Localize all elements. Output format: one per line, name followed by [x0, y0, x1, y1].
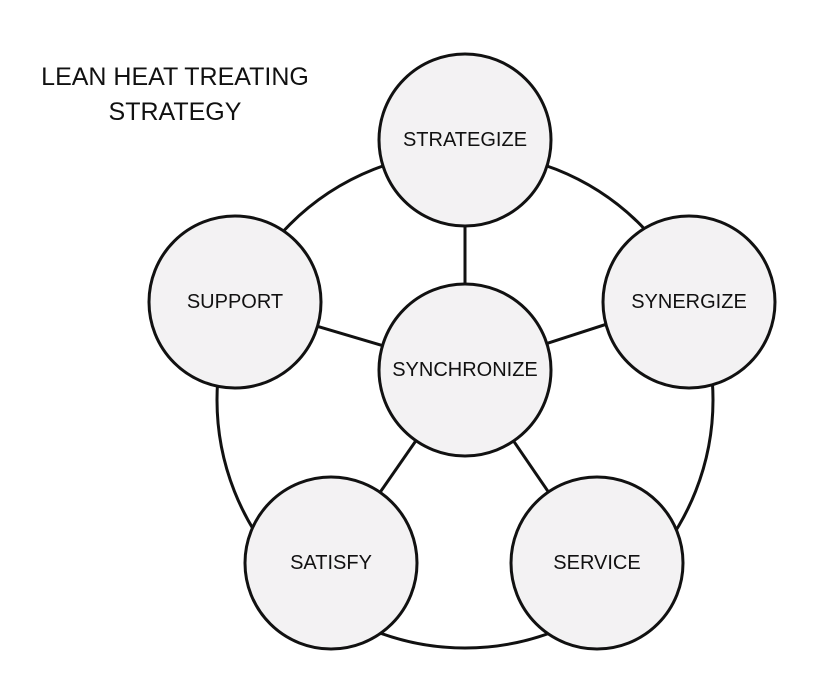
node-satisfy-circle: [243, 475, 419, 651]
node-service-label: SERVICE: [553, 552, 640, 574]
node-strategize-label: STRATEGIZE: [403, 129, 527, 151]
node-synchronize-circle: [377, 282, 553, 458]
node-synergize-circle: [601, 214, 777, 390]
node-satisfy: SATISFY: [243, 475, 419, 651]
node-synergize-label: SYNERGIZE: [631, 291, 747, 313]
title-line-2: STRATEGY: [109, 98, 242, 126]
title-line-1: LEAN HEAT TREATING: [41, 63, 309, 91]
node-satisfy-label: SATISFY: [290, 552, 372, 574]
node-synergize: SYNERGIZE: [601, 214, 777, 390]
node-synchronize-label: SYNCHRONIZE: [392, 359, 538, 381]
node-synchronize: SYNCHRONIZE: [377, 282, 553, 458]
node-support-label: SUPPORT: [187, 291, 283, 313]
node-service: SERVICE: [509, 475, 685, 651]
node-support-circle: [147, 214, 323, 390]
node-strategize-circle: [377, 52, 553, 228]
node-strategize: STRATEGIZE: [377, 52, 553, 228]
node-service-circle: [509, 475, 685, 651]
node-support: SUPPORT: [147, 214, 323, 390]
